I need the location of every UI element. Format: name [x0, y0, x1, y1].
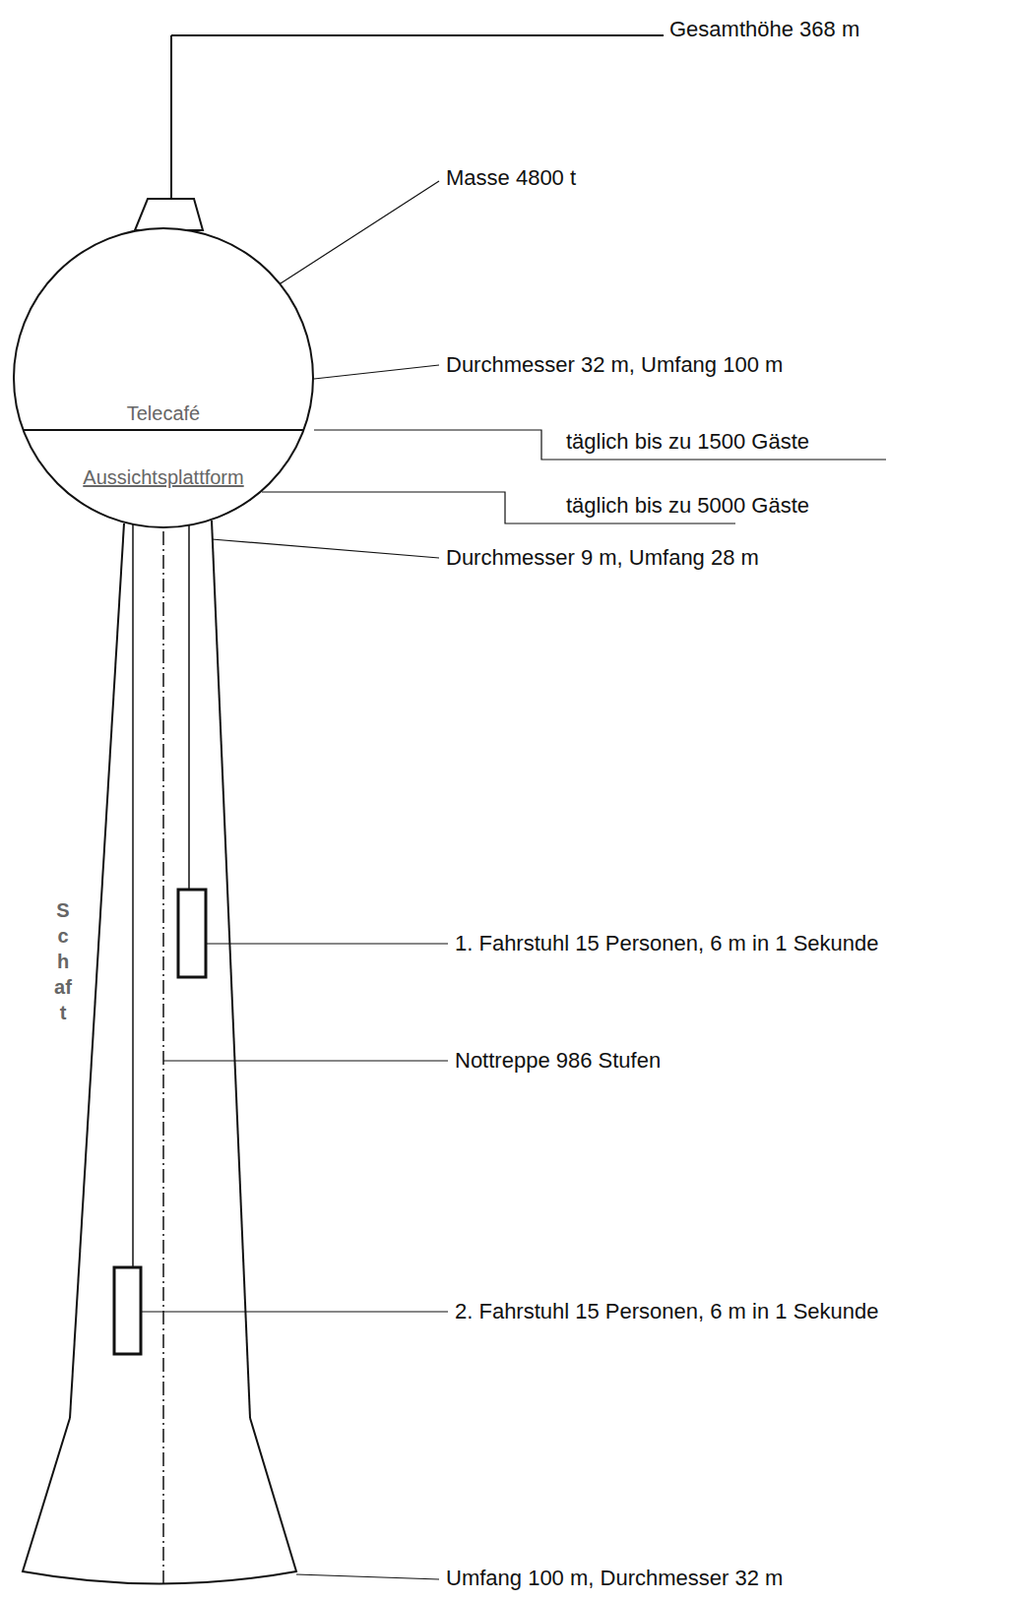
shaft-edge: [211, 520, 251, 1419]
annotation-label: Durchmesser 9 m, Umfang 28 m: [445, 545, 760, 571]
annotation-label: täglich bis zu 1500 Gäste: [566, 429, 810, 454]
annotation-label: Durchmesser 32 m, Umfang 100 m: [445, 352, 783, 378]
elevator-car: [178, 889, 206, 978]
leader-line: [205, 943, 448, 945]
leader-line: [263, 181, 440, 295]
annotation-label: Masse 4800 t: [445, 165, 576, 191]
leader-line: [314, 365, 440, 380]
antenna: [170, 35, 173, 199]
platform-name: Aussichtsplattform: [82, 466, 244, 490]
annotation-label: 1. Fahrstuhl 15 Personen, 6 m in 1 Sekun…: [454, 931, 879, 956]
leader-line: [211, 539, 440, 559]
shaft-base: [22, 1418, 297, 1586]
elevator-car: [114, 1268, 141, 1355]
part-name: Schaft: [53, 897, 73, 1026]
annotation-label: täglich bis zu 5000 Gäste: [566, 493, 810, 518]
leader-line: [296, 1575, 440, 1581]
leader-line: [314, 430, 887, 460]
leader-line: [163, 1060, 448, 1062]
elevator-cable: [131, 524, 134, 1269]
floor-name: Telecafé: [126, 402, 201, 426]
annotation-label: Nottreppe 986 Stufen: [454, 1048, 661, 1074]
elevator-cable: [188, 525, 191, 890]
stair-axis: [162, 531, 165, 1587]
annotation-label: Umfang 100 m, Durchmesser 32 m: [445, 1566, 783, 1591]
sphere-circle: [13, 228, 314, 528]
floor-line: [23, 429, 305, 432]
annotation-label: 2. Fahrstuhl 15 Personen, 6 m in 1 Sekun…: [454, 1299, 879, 1325]
sphere-node: TelecaféAussichtsplattform: [12, 227, 315, 529]
leader-line: [140, 1311, 448, 1313]
antenna-base: [134, 198, 203, 231]
leader-line: [171, 34, 664, 37]
annotation-label: Gesamthöhe 368 m: [669, 16, 860, 42]
